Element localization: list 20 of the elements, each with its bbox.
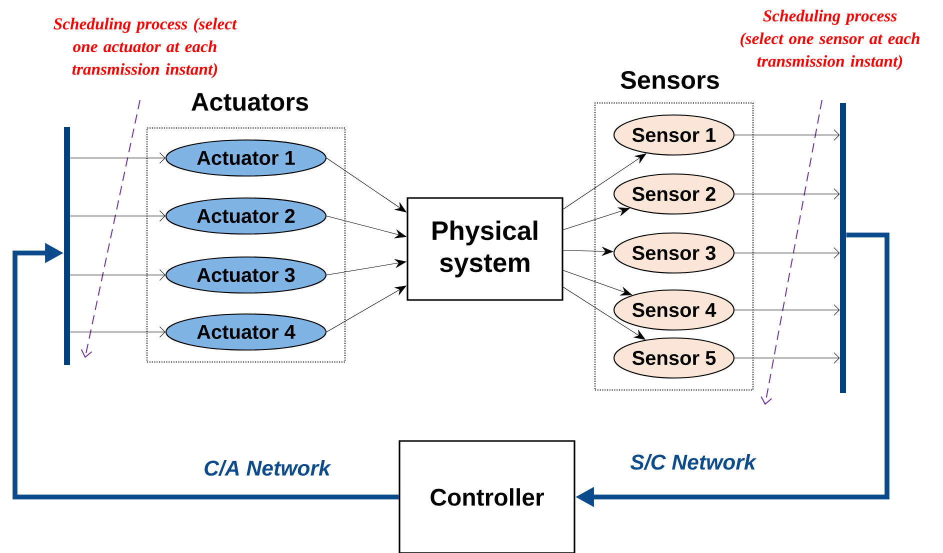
arrow [70,326,166,338]
arrow [734,129,840,141]
edge-label: C/A Network [202,458,332,478]
arrow [70,152,166,164]
arrow [70,269,166,281]
note-text: Scheduling process (select one actuator at each transmission instant) [54,18,238,78]
arrow [734,188,840,200]
group-heading: Actuators [192,93,308,111]
group-heading: Sensors [620,71,719,89]
bus-bar [840,103,846,393]
bus-bar [64,127,70,365]
arrow [12,242,399,500]
arrow [70,210,166,222]
process-box: Physical system [406,197,564,301]
edge-label: S/C Network [628,452,758,472]
process-box: Controller [398,440,576,553]
arrow [734,247,840,259]
arrow [734,304,840,316]
arrow [734,352,840,364]
note-text: Scheduling process (select one sensor at each transmission instant) [740,10,920,70]
